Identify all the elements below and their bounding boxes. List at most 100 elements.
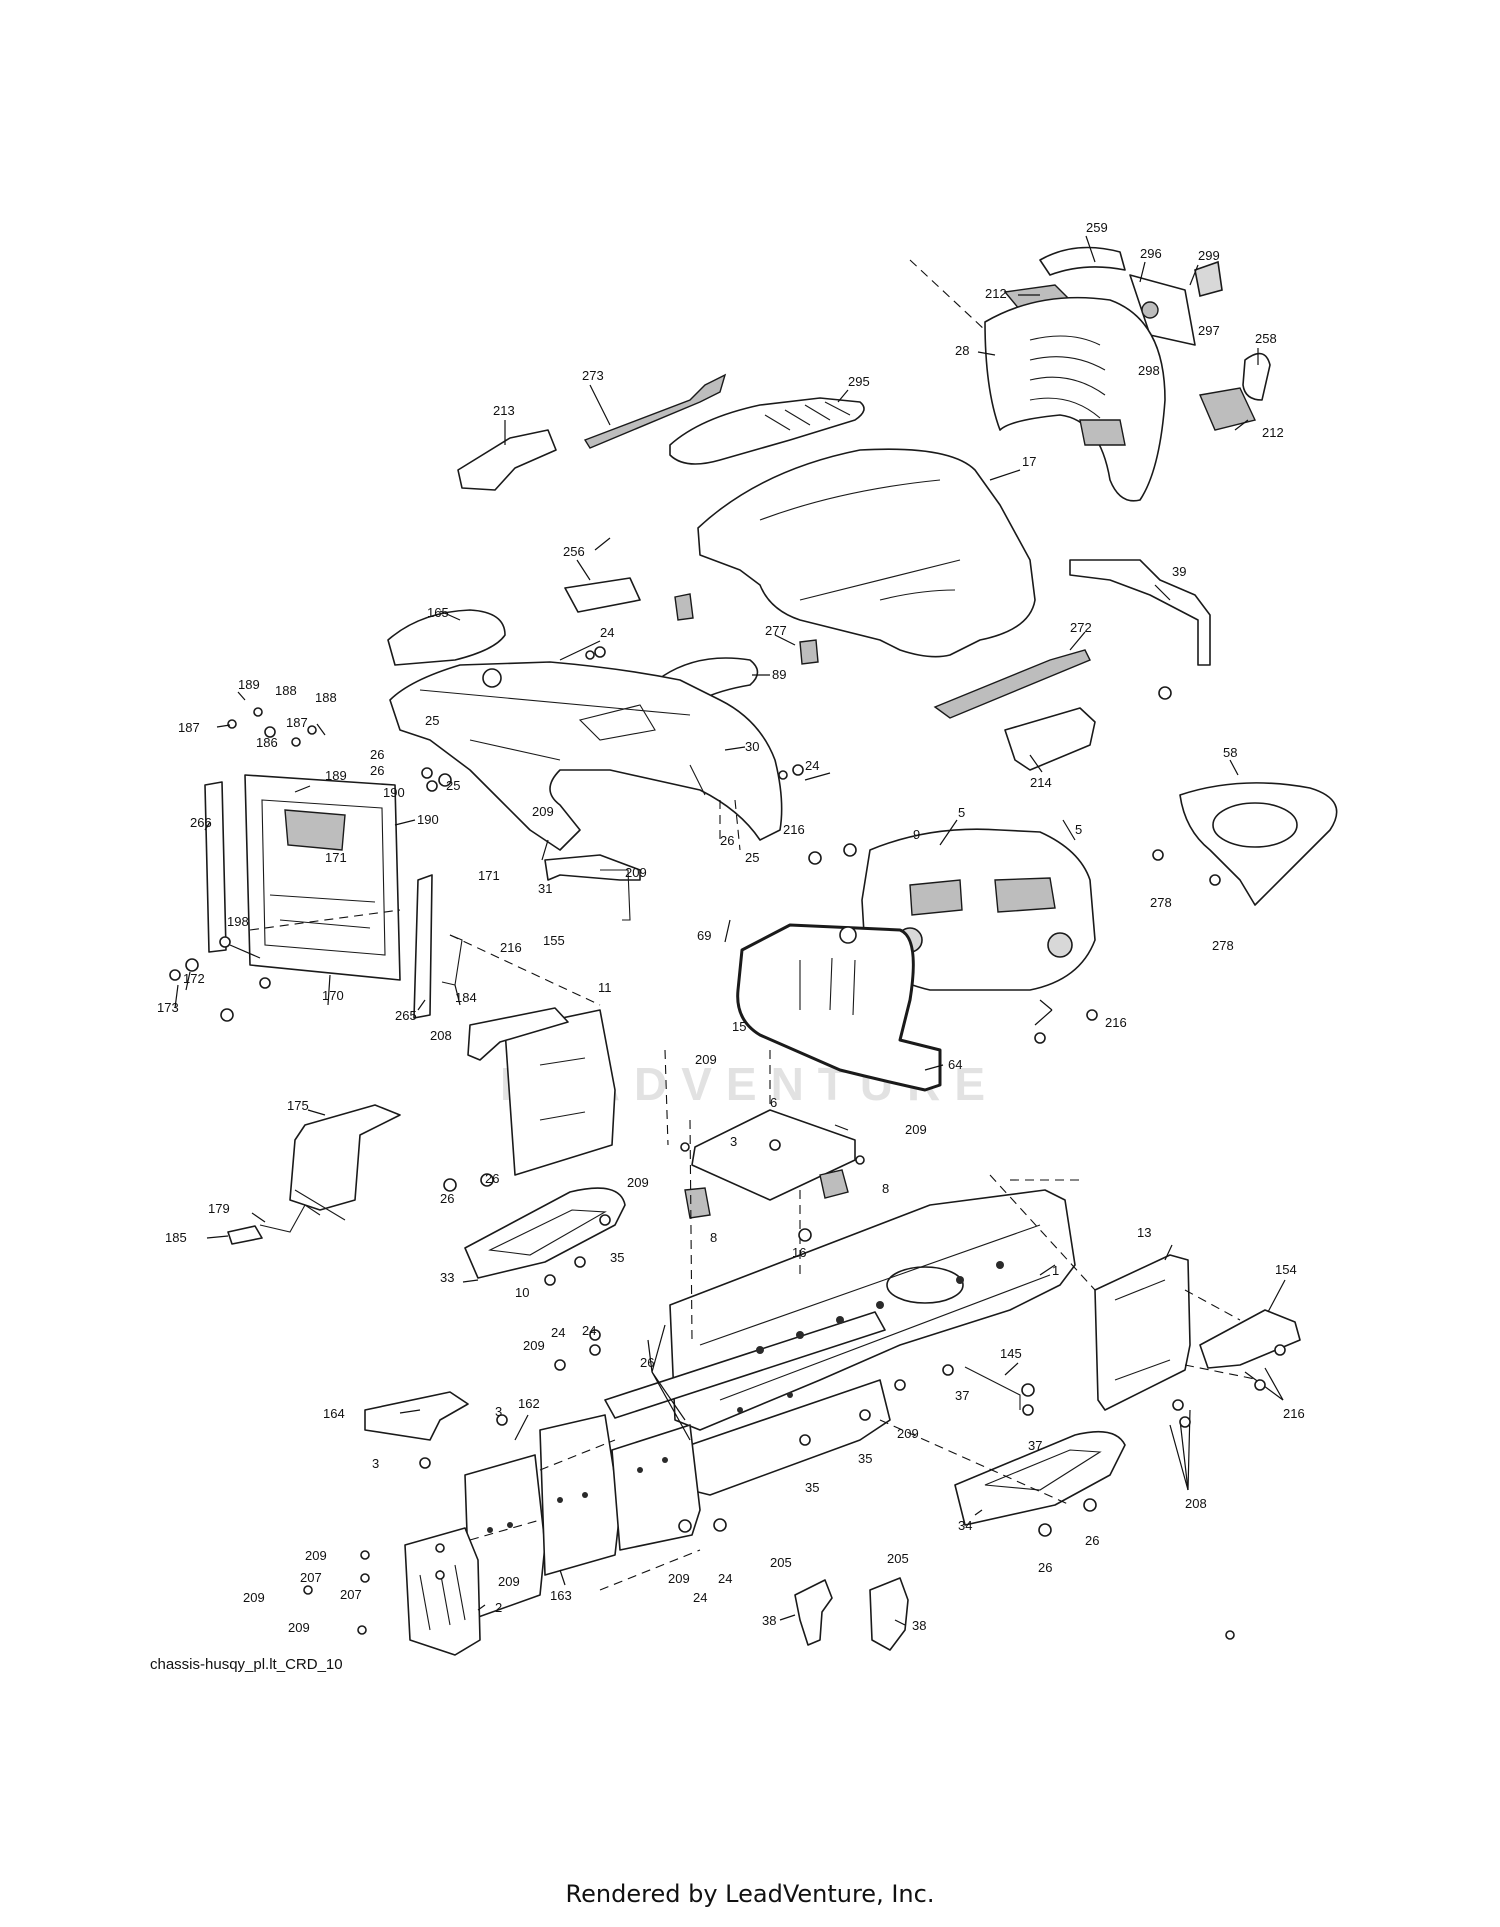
callout-207b: 207 (340, 1587, 362, 1602)
part-34-footrest-right (954, 1430, 1126, 1526)
callout-35c: 35 (805, 1480, 819, 1495)
callout-35: 35 (610, 1250, 624, 1265)
callout-209f: 209 (523, 1338, 545, 1353)
callout-190: 190 (383, 785, 405, 800)
callout-209l: 209 (288, 1620, 310, 1635)
part-9-display-left (909, 879, 963, 916)
part-33-footrest-left (464, 1187, 626, 1279)
callout-266: 266 (190, 815, 212, 830)
part-38-bracket-right (869, 1577, 909, 1651)
callout-25b: 25 (446, 778, 460, 793)
callout-162: 162 (518, 1396, 540, 1411)
callout-187: 187 (178, 720, 200, 735)
callout-299: 299 (1198, 248, 1220, 263)
part-6-plate (691, 1109, 856, 1201)
callout-172: 172 (183, 971, 205, 986)
callout-26c: 26 (720, 833, 734, 848)
part-163-plate-b (611, 1424, 701, 1551)
callout-145: 145 (1000, 1346, 1022, 1361)
callout-258: 258 (1255, 331, 1277, 346)
callout-175: 175 (287, 1098, 309, 1113)
part-185-pad (227, 1225, 263, 1245)
callout-11: 11 (598, 980, 612, 995)
callout-3b: 3 (495, 1404, 502, 1419)
callout-8b: 8 (710, 1230, 717, 1245)
callout-265: 265 (395, 1008, 417, 1023)
callout-33: 33 (440, 1270, 454, 1285)
callout-26b: 26 (370, 763, 384, 778)
callout-163: 163 (550, 1588, 572, 1603)
callout-13: 13 (1137, 1225, 1151, 1240)
callout-209c: 209 (695, 1052, 717, 1067)
callout-64: 64 (948, 1057, 962, 1072)
part-64-hole (839, 926, 857, 944)
callout-38: 38 (762, 1613, 776, 1628)
part-295-vent-cover (669, 397, 865, 465)
callout-5: 5 (958, 805, 965, 820)
part-9-key-right (1047, 932, 1073, 958)
callout-10: 10 (515, 1285, 529, 1300)
part-9-display-right (994, 877, 1056, 913)
callout-5b: 5 (1075, 822, 1082, 837)
footer-credit: Rendered by LeadVenture, Inc. (565, 1880, 935, 1908)
callout-170: 170 (322, 988, 344, 1003)
callout-216c: 216 (500, 940, 522, 955)
part-299-socket (1194, 260, 1223, 297)
part-17-hood (697, 448, 1036, 658)
callout-24d: 24 (551, 1325, 565, 1340)
callout-189b: 189 (325, 768, 347, 783)
callout-35b: 35 (858, 1451, 872, 1466)
callout-198: 198 (227, 914, 249, 929)
callout-6: 6 (770, 1095, 777, 1110)
callout-278b: 278 (1212, 938, 1234, 953)
part-8-clip-b (819, 1169, 849, 1199)
callout-171b: 171 (478, 868, 500, 883)
callout-39: 39 (1172, 564, 1186, 579)
part-258-lens (1242, 352, 1271, 401)
callout-24f: 24 (718, 1571, 732, 1586)
callout-labels: 259 296 299 212 297 258 28 298 212 273 2… (157, 220, 1305, 1635)
part-259-lens-cover (1039, 246, 1126, 276)
part-298-bulb (1141, 301, 1159, 319)
part-1-frame-rail (604, 1311, 886, 1419)
callout-184: 184 (455, 990, 477, 1005)
callout-188: 188 (275, 683, 297, 698)
part-273-vent-strip (583, 373, 727, 449)
callout-205b: 205 (887, 1551, 909, 1566)
callout-37b: 37 (1028, 1438, 1042, 1453)
part-2-pedal-plate (404, 1527, 481, 1656)
callout-186: 186 (256, 735, 278, 750)
callout-17: 17 (1022, 454, 1036, 469)
part-165-cover (387, 609, 506, 666)
callout-209b: 209 (625, 865, 647, 880)
part-58-tank-opening (1212, 802, 1298, 848)
callout-31: 31 (538, 881, 552, 896)
part-184-rod (441, 934, 463, 986)
callout-209d: 209 (905, 1122, 927, 1137)
callout-173: 173 (157, 1000, 179, 1015)
callout-26: 26 (370, 747, 384, 762)
callout-26d: 26 (485, 1171, 499, 1186)
part-164-bracket (364, 1391, 469, 1441)
callout-278: 278 (1150, 895, 1172, 910)
callout-3: 3 (730, 1134, 737, 1149)
part-28-grille (984, 296, 1166, 502)
callout-259: 259 (1086, 220, 1108, 235)
callout-213: 213 (493, 403, 515, 418)
part-13-rear-plate (1094, 1254, 1191, 1411)
part-28-grille-vent (1079, 419, 1126, 446)
callout-190b: 190 (417, 812, 439, 827)
callout-24e: 24 (693, 1590, 707, 1605)
callout-272: 272 (1070, 620, 1092, 635)
part-170-frame-panel (284, 809, 346, 851)
callout-171: 171 (325, 850, 347, 865)
part-212-light-right (1199, 387, 1256, 431)
part-31-bracket (544, 854, 641, 881)
callout-209g: 209 (897, 1426, 919, 1441)
part-8-clip-a (684, 1187, 711, 1219)
callout-37: 37 (955, 1388, 969, 1403)
part-155-bracket (467, 1007, 569, 1061)
callout-24: 24 (600, 625, 614, 640)
callout-165: 165 (427, 605, 449, 620)
